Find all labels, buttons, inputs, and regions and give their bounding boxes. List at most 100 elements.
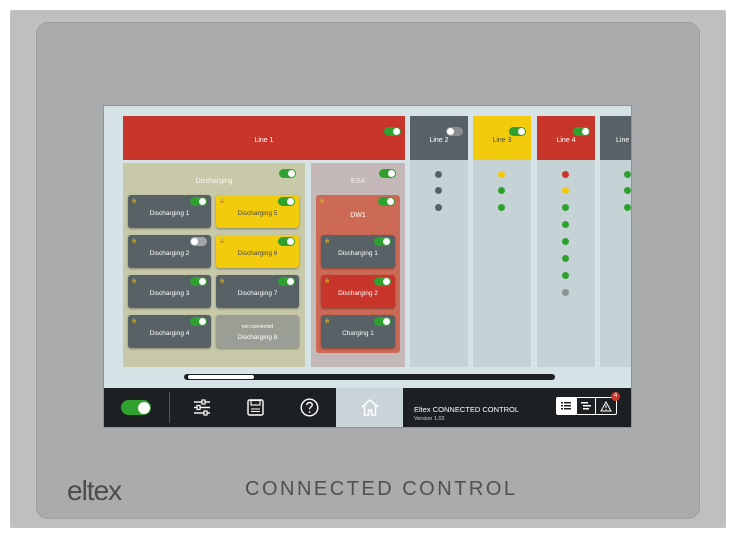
card-discharging-2[interactable]: 🔒 Discharging 2 [128, 235, 211, 268]
app-version: Version 1.02 [414, 416, 445, 422]
warning-icon [600, 401, 612, 412]
line-5-label: Line [616, 136, 630, 144]
card-toggle[interactable] [190, 197, 207, 206]
line-2-tile[interactable]: Line 2 [410, 116, 468, 160]
card-discharging-8[interactable]: not connected Discharging 8 [216, 315, 299, 348]
lock-icon: 🔒 [219, 198, 226, 204]
card-discharging-1[interactable]: 🔒 Discharging 1 [128, 195, 211, 228]
line-4-label: Line 4 [556, 136, 576, 144]
alert-count-badge: 4 [611, 392, 620, 401]
lock-icon: 🔒 [131, 318, 138, 324]
discharging-group-toggle[interactable] [279, 169, 296, 178]
card-toggle[interactable] [374, 317, 391, 326]
status-dot [498, 171, 505, 178]
status-dot [624, 204, 631, 211]
lock-icon: 🔒 [219, 238, 226, 244]
line-1-toggle[interactable] [384, 127, 401, 136]
tree-view-button[interactable] [576, 397, 596, 415]
card-toggle[interactable] [374, 237, 391, 246]
touch-screen: Line 1 Line 2 Line 3 Line 4 Line [104, 106, 631, 427]
save-icon[interactable] [247, 399, 264, 416]
status-dot [562, 255, 569, 262]
status-dot [498, 187, 505, 194]
line-3-label: Line 3 [492, 136, 512, 144]
status-dot [562, 238, 569, 245]
status-dot [562, 171, 569, 178]
status-dot [562, 289, 569, 296]
line-5-tile[interactable]: Line [600, 116, 631, 160]
lock-icon: 🔒 [324, 278, 331, 284]
home-tab[interactable] [336, 388, 403, 427]
bottom-toolbar: Eltex CONNECTED CONTROL Version 1.02 4 [104, 388, 631, 427]
card-discharging-7[interactable]: 🔒 Discharging 7 [216, 275, 299, 308]
line-3-column [473, 160, 531, 367]
card-discharging-3[interactable]: 🔒 Discharging 3 [128, 275, 211, 308]
card-discharging-5[interactable]: 🔒 Discharging 5 [216, 195, 299, 228]
lock-icon: 🔒 [131, 198, 138, 204]
status-dot [562, 221, 569, 228]
settings-sliders-icon[interactable] [193, 399, 211, 416]
esa-group-toggle[interactable] [379, 169, 396, 178]
line-4-tile[interactable]: Line 4 [537, 116, 595, 160]
esa-group-title: ESA [350, 178, 365, 185]
card-esa-discharging-2[interactable]: 🔒 Discharging 2 [321, 275, 395, 308]
card-label: Discharging 7 [237, 290, 278, 297]
toolbar-divider [169, 392, 170, 423]
alerts-button[interactable] [596, 397, 617, 415]
card-esa-discharging-1[interactable]: 🔒 Discharging 1 [321, 235, 395, 268]
card-toggle[interactable] [190, 317, 207, 326]
card-toggle[interactable] [374, 277, 391, 286]
card-discharging-6[interactable]: 🔒 Discharging 6 [216, 235, 299, 268]
lock-icon: 🔒 [131, 238, 138, 244]
status-dot [562, 187, 569, 194]
scrollbar-thumb[interactable] [188, 375, 254, 379]
card-label: Discharging 4 [149, 330, 190, 337]
card-toggle[interactable] [278, 277, 295, 286]
card-label: Discharging 2 [149, 250, 190, 257]
line-3-toggle[interactable] [509, 127, 526, 136]
line-2-column [410, 160, 468, 367]
line-5-column [600, 160, 631, 367]
horizontal-scrollbar[interactable] [184, 374, 555, 380]
line-1-label: Line 1 [254, 136, 274, 144]
line-4-toggle[interactable] [573, 127, 590, 136]
card-toggle[interactable] [190, 277, 207, 286]
card-label: Discharging 3 [149, 290, 190, 297]
lock-icon: 🔒 [324, 238, 331, 244]
line-2-toggle[interactable] [446, 127, 463, 136]
tree-list-icon [581, 402, 591, 410]
card-label: Discharging 1 [338, 250, 378, 257]
list-view-button[interactable] [556, 397, 576, 415]
card-label: Charging 1 [342, 330, 374, 337]
home-icon [361, 399, 379, 416]
card-toggle[interactable] [278, 197, 295, 206]
status-dot [562, 272, 569, 279]
line-1-tile[interactable]: Line 1 [123, 116, 405, 160]
lock-icon: 🔒 [319, 198, 326, 204]
help-icon[interactable] [300, 398, 319, 417]
dw1-title: DW1 [350, 212, 366, 219]
app-title: Eltex CONNECTED CONTROL [414, 405, 520, 414]
list-icon [561, 402, 571, 410]
card-toggle[interactable] [190, 237, 207, 246]
card-toggle[interactable] [278, 237, 295, 246]
card-esa-charging-1[interactable]: 🔒 Charging 1 [321, 315, 395, 348]
status-dot [435, 204, 442, 211]
card-label: Discharging 6 [237, 250, 278, 257]
eltex-logo: eltex [67, 475, 122, 506]
dw1-toggle[interactable] [378, 197, 395, 206]
card-discharging-4[interactable]: 🔒 Discharging 4 [128, 315, 211, 348]
master-toggle[interactable] [121, 400, 151, 415]
line-2-label: Line 2 [429, 136, 449, 144]
status-dot [624, 171, 631, 178]
card-label: Discharging 5 [237, 210, 278, 217]
card-status: not connected [241, 324, 274, 330]
line-4-column [537, 160, 595, 367]
status-dot [498, 204, 505, 211]
status-dot [624, 187, 631, 194]
status-dot [435, 171, 442, 178]
card-label: Discharging 1 [149, 210, 190, 217]
lock-icon: 🔒 [219, 278, 226, 284]
line-3-tile[interactable]: Line 3 [473, 116, 531, 160]
lock-icon: 🔒 [131, 278, 138, 284]
